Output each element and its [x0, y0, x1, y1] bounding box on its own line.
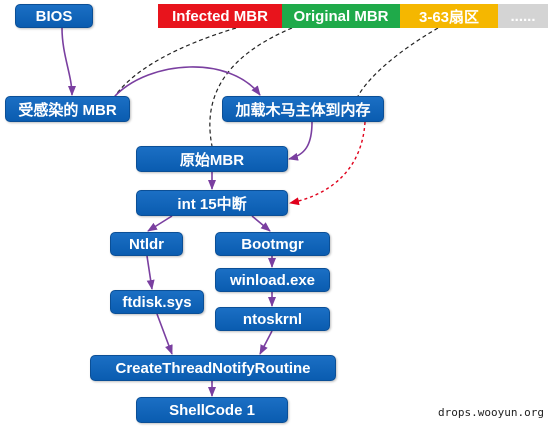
arrow-bios-to-infected-mbr	[61, 27, 76, 96]
dashed-line-sectors-to-load-trojan	[357, 27, 439, 97]
node-create-thread: CreateThreadNotifyRoutine	[90, 355, 336, 381]
watermark-text: drops.wooyun.org	[438, 406, 544, 419]
node-ntoskrnl: ntoskrnl	[215, 307, 330, 331]
node-ftdisk: ftdisk.sys	[110, 290, 204, 314]
node-bootmgr: Bootmgr	[215, 232, 330, 256]
node-infected-mbr: 受感染的 MBR	[5, 96, 130, 122]
arrow-infected-mbr-to-load-trojan	[114, 66, 261, 97]
arrow-ntoskrnl-to-create-thread	[259, 330, 273, 355]
node-ntldr: Ntldr	[110, 232, 183, 256]
mbr-segment-original: Original MBR	[282, 4, 400, 28]
mbr-segment-sectors: 3-63扇区	[400, 4, 498, 28]
arrow-int15-to-bootmgr	[251, 215, 271, 232]
arrow-ntldr-to-ftdisk	[146, 255, 155, 290]
red-dashed-arrow-load-trojan-to-int15	[289, 121, 366, 206]
dashed-line-original-to-original-mbr	[209, 27, 293, 147]
node-int15: int 15中断	[136, 190, 288, 216]
dashed-line-infected-to-infected-mbr	[114, 27, 237, 97]
node-winload: winload.exe	[215, 268, 330, 292]
node-shellcode: ShellCode 1	[136, 397, 288, 423]
node-bios: BIOS	[15, 4, 93, 28]
arrow-int15-to-ntldr	[147, 215, 173, 232]
mbr-segment-rest: ......	[498, 4, 548, 28]
arrow-ftdisk-to-create-thread	[156, 313, 173, 355]
node-load-trojan: 加载木马主体到内存	[222, 96, 384, 122]
node-original-mbr: 原始MBR	[136, 146, 288, 172]
mbr-segment-infected: Infected MBR	[158, 4, 282, 28]
arrow-load-trojan-to-original-mbr	[288, 121, 313, 161]
